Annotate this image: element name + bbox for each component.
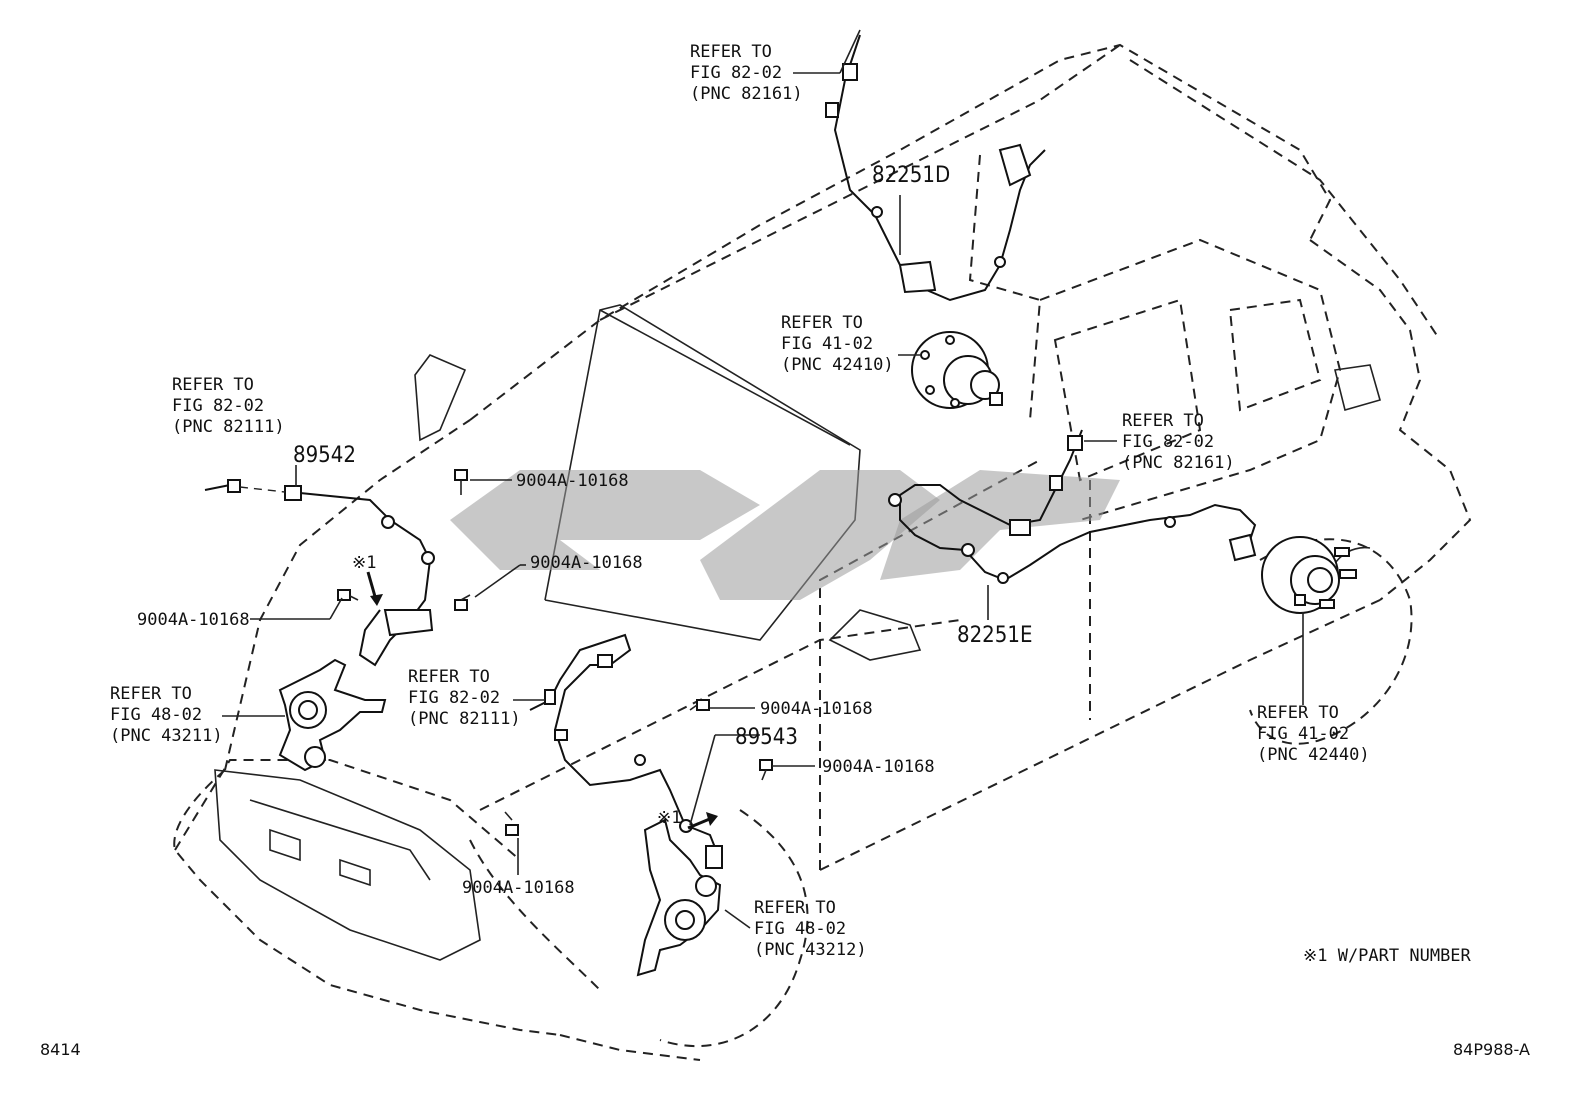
callout-ref-82161-top: REFER TO FIG 82-02 (PNC 82161) <box>690 42 803 104</box>
bolt-part-number: 9004A-10168 <box>530 553 643 573</box>
part-number-89543: 89543 <box>735 725 798 750</box>
part-number-82251d: 82251D <box>872 163 950 188</box>
bolt-part-number: 9004A-10168 <box>516 471 629 491</box>
note-mark: ※1 <box>657 808 681 828</box>
svg-text:(PNC 82161): (PNC 82161) <box>690 84 803 104</box>
arrow-icon <box>687 816 713 830</box>
bolt-part-number: 9004A-10168 <box>137 610 250 630</box>
note-mark: ※1 <box>352 553 376 573</box>
callout-ref-43211: REFER TO FIG 48-02 (PNC 43211) <box>110 684 223 746</box>
svg-text:REFER TO: REFER TO <box>690 42 772 62</box>
steering-knuckle-43211 <box>278 658 387 772</box>
svg-text:REFER TO: REFER TO <box>781 313 863 333</box>
svg-text:(PNC 82111): (PNC 82111) <box>172 417 285 437</box>
connector-89542 <box>284 485 302 501</box>
car-body-solid-lines <box>214 304 1381 961</box>
bolt-icon <box>689 699 710 711</box>
rear-hub-42440 <box>1261 536 1357 614</box>
svg-text:REFER TO: REFER TO <box>1122 411 1204 431</box>
svg-text:FIG 41-02: FIG 41-02 <box>781 334 873 354</box>
leader-lines <box>222 29 1304 929</box>
arrow-icon <box>706 812 718 826</box>
wire-89542 <box>204 479 435 667</box>
connector-82251e-top <box>1067 435 1083 451</box>
wire-82251e <box>888 429 1257 584</box>
svg-text:REFER TO: REFER TO <box>754 898 836 918</box>
arrow-icons <box>366 571 718 830</box>
bolt-part-number: 9004A-10168 <box>822 757 935 777</box>
svg-text:(PNC 42440): (PNC 42440) <box>1257 745 1370 765</box>
svg-text:FIG 48-02: FIG 48-02 <box>754 919 846 939</box>
svg-text:FIG 82-02: FIG 82-02 <box>408 688 500 708</box>
rear-hub-42410 <box>911 331 1003 409</box>
svg-text:REFER TO: REFER TO <box>1257 703 1339 723</box>
arrow-icon <box>370 594 383 606</box>
callout-ref-42410: REFER TO FIG 41-02 (PNC 42410) <box>781 313 894 375</box>
svg-text:FIG 82-02: FIG 82-02 <box>690 63 782 83</box>
svg-text:(PNC 82161): (PNC 82161) <box>1122 453 1235 473</box>
svg-text:(PNC 82111): (PNC 82111) <box>408 709 521 729</box>
callout-ref-42440: REFER TO FIG 41-02 (PNC 42440) <box>1257 703 1370 765</box>
svg-text:FIG 82-02: FIG 82-02 <box>172 396 264 416</box>
bolt-icon <box>337 589 359 601</box>
svg-text:(PNC 42410): (PNC 42410) <box>781 355 894 375</box>
steering-knuckle-43212 <box>636 818 722 977</box>
bolt-part-number: 9004A-10168 <box>760 699 873 719</box>
svg-text:REFER TO: REFER TO <box>110 684 192 704</box>
part-number-89542: 89542 <box>293 443 356 468</box>
callout-ref-82111-mid: REFER TO FIG 82-02 (PNC 82111) <box>408 667 521 729</box>
callout-ref-43212: REFER TO FIG 48-02 (PNC 43212) <box>754 898 867 960</box>
legend-note: ※1 W/PART NUMBER <box>1303 946 1472 966</box>
page-number: 8414 <box>40 1040 81 1059</box>
svg-text:FIG 82-02: FIG 82-02 <box>1122 432 1214 452</box>
svg-text:REFER TO: REFER TO <box>408 667 490 687</box>
watermark-logo <box>450 470 1120 600</box>
callout-ref-82111-left: REFER TO FIG 82-02 (PNC 82111) <box>172 375 285 437</box>
bolt-icons <box>337 469 773 836</box>
svg-text:(PNC 43211): (PNC 43211) <box>110 726 223 746</box>
connector-89543 <box>597 654 613 668</box>
svg-text:(PNC 43212): (PNC 43212) <box>754 940 867 960</box>
bolt-icon <box>759 759 773 781</box>
wire-82251d <box>825 34 1046 302</box>
callout-ref-82161-right: REFER TO FIG 82-02 (PNC 82161) <box>1122 411 1235 473</box>
bolt-icon <box>454 469 468 495</box>
drawing-code: 84P988-A <box>1453 1040 1530 1059</box>
part-number-82251e: 82251E <box>957 623 1032 648</box>
connector-82251d-top <box>842 63 858 81</box>
svg-text:FIG 48-02: FIG 48-02 <box>110 705 202 725</box>
bolt-icon <box>504 811 519 836</box>
bolt-part-number: 9004A-10168 <box>462 878 575 898</box>
svg-text:FIG 41-02: FIG 41-02 <box>1257 724 1349 744</box>
wire-89543 <box>529 633 723 869</box>
bolt-icon <box>454 594 471 611</box>
svg-text:REFER TO: REFER TO <box>172 375 254 395</box>
